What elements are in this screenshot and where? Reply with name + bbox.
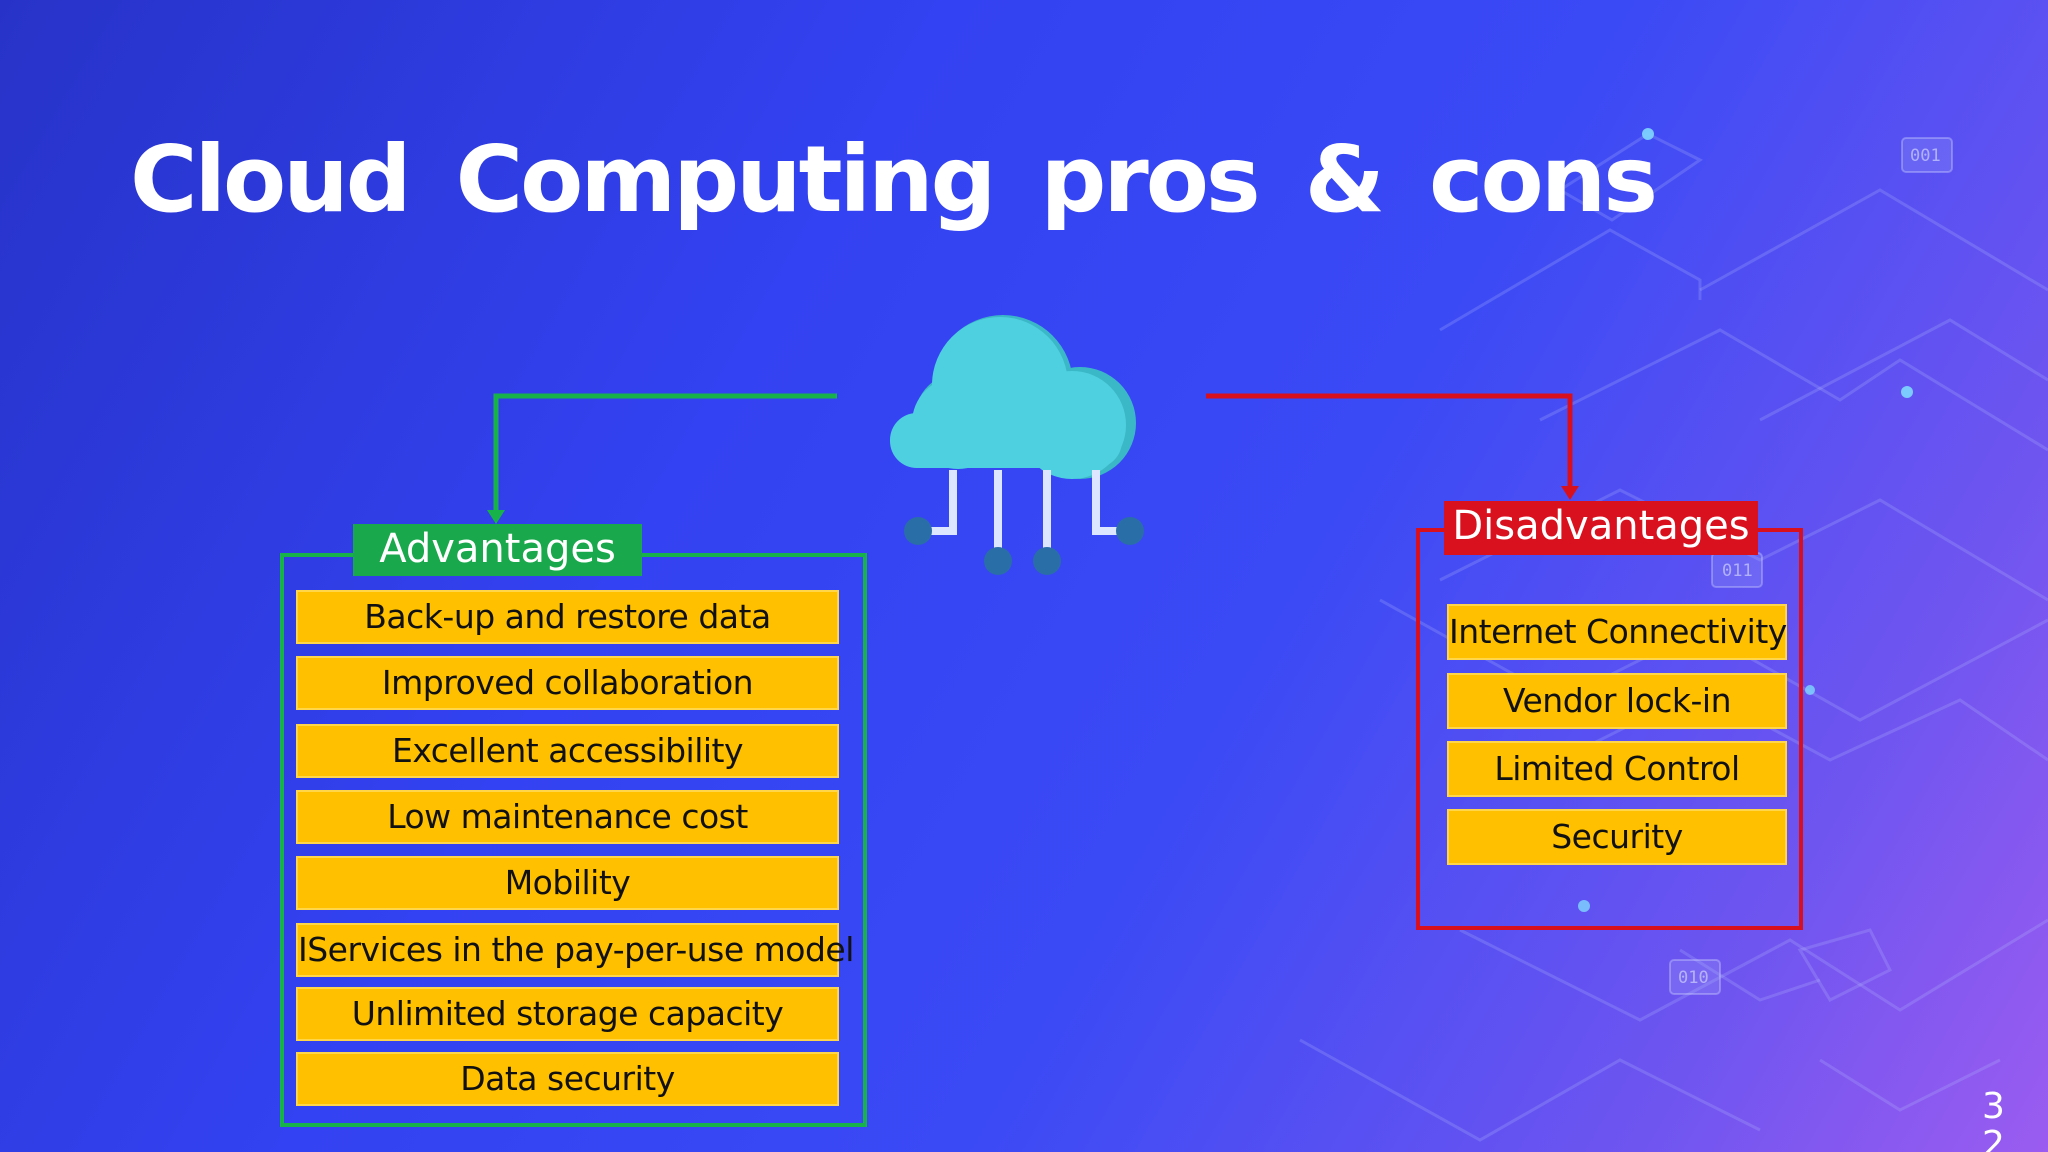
- disadvantages-panel: [1416, 528, 1803, 930]
- decor-label-010: 010: [1678, 968, 1709, 988]
- disadvantages-heading: Disadvantages: [1444, 501, 1758, 555]
- list-item: IServices in the pay-per-use model: [296, 923, 854, 977]
- list-item: Unlimited storage capacity: [296, 987, 839, 1041]
- list-item: Back-up and restore data: [296, 590, 839, 644]
- list-item: Improved collaboration: [296, 656, 839, 710]
- list-item: Mobility: [296, 856, 839, 910]
- list-item: Internet Connectivity: [1447, 604, 1787, 660]
- list-item: Excellent accessibility: [296, 724, 839, 778]
- page-number: 3 2: [1982, 1088, 2012, 1152]
- decor-label-001: 001: [1910, 146, 1941, 166]
- page-number-line1: 3: [1982, 1086, 2005, 1127]
- advantages-connector: [487, 393, 837, 524]
- disadvantages-connector: [1206, 393, 1579, 500]
- advantages-heading: Advantages: [353, 524, 642, 576]
- list-item: Limited Control: [1447, 741, 1787, 797]
- list-item: Low maintenance cost: [296, 790, 839, 844]
- list-item: Security: [1447, 809, 1787, 865]
- slide-title: Cloud Computing pros & cons: [130, 126, 1658, 233]
- decor-label-011: 011: [1722, 561, 1753, 581]
- list-item: Data security: [296, 1052, 839, 1106]
- cloud-network-icon: [890, 315, 1144, 575]
- list-item: Vendor lock-in: [1447, 673, 1787, 729]
- page-number-line2: 2: [1982, 1124, 2005, 1152]
